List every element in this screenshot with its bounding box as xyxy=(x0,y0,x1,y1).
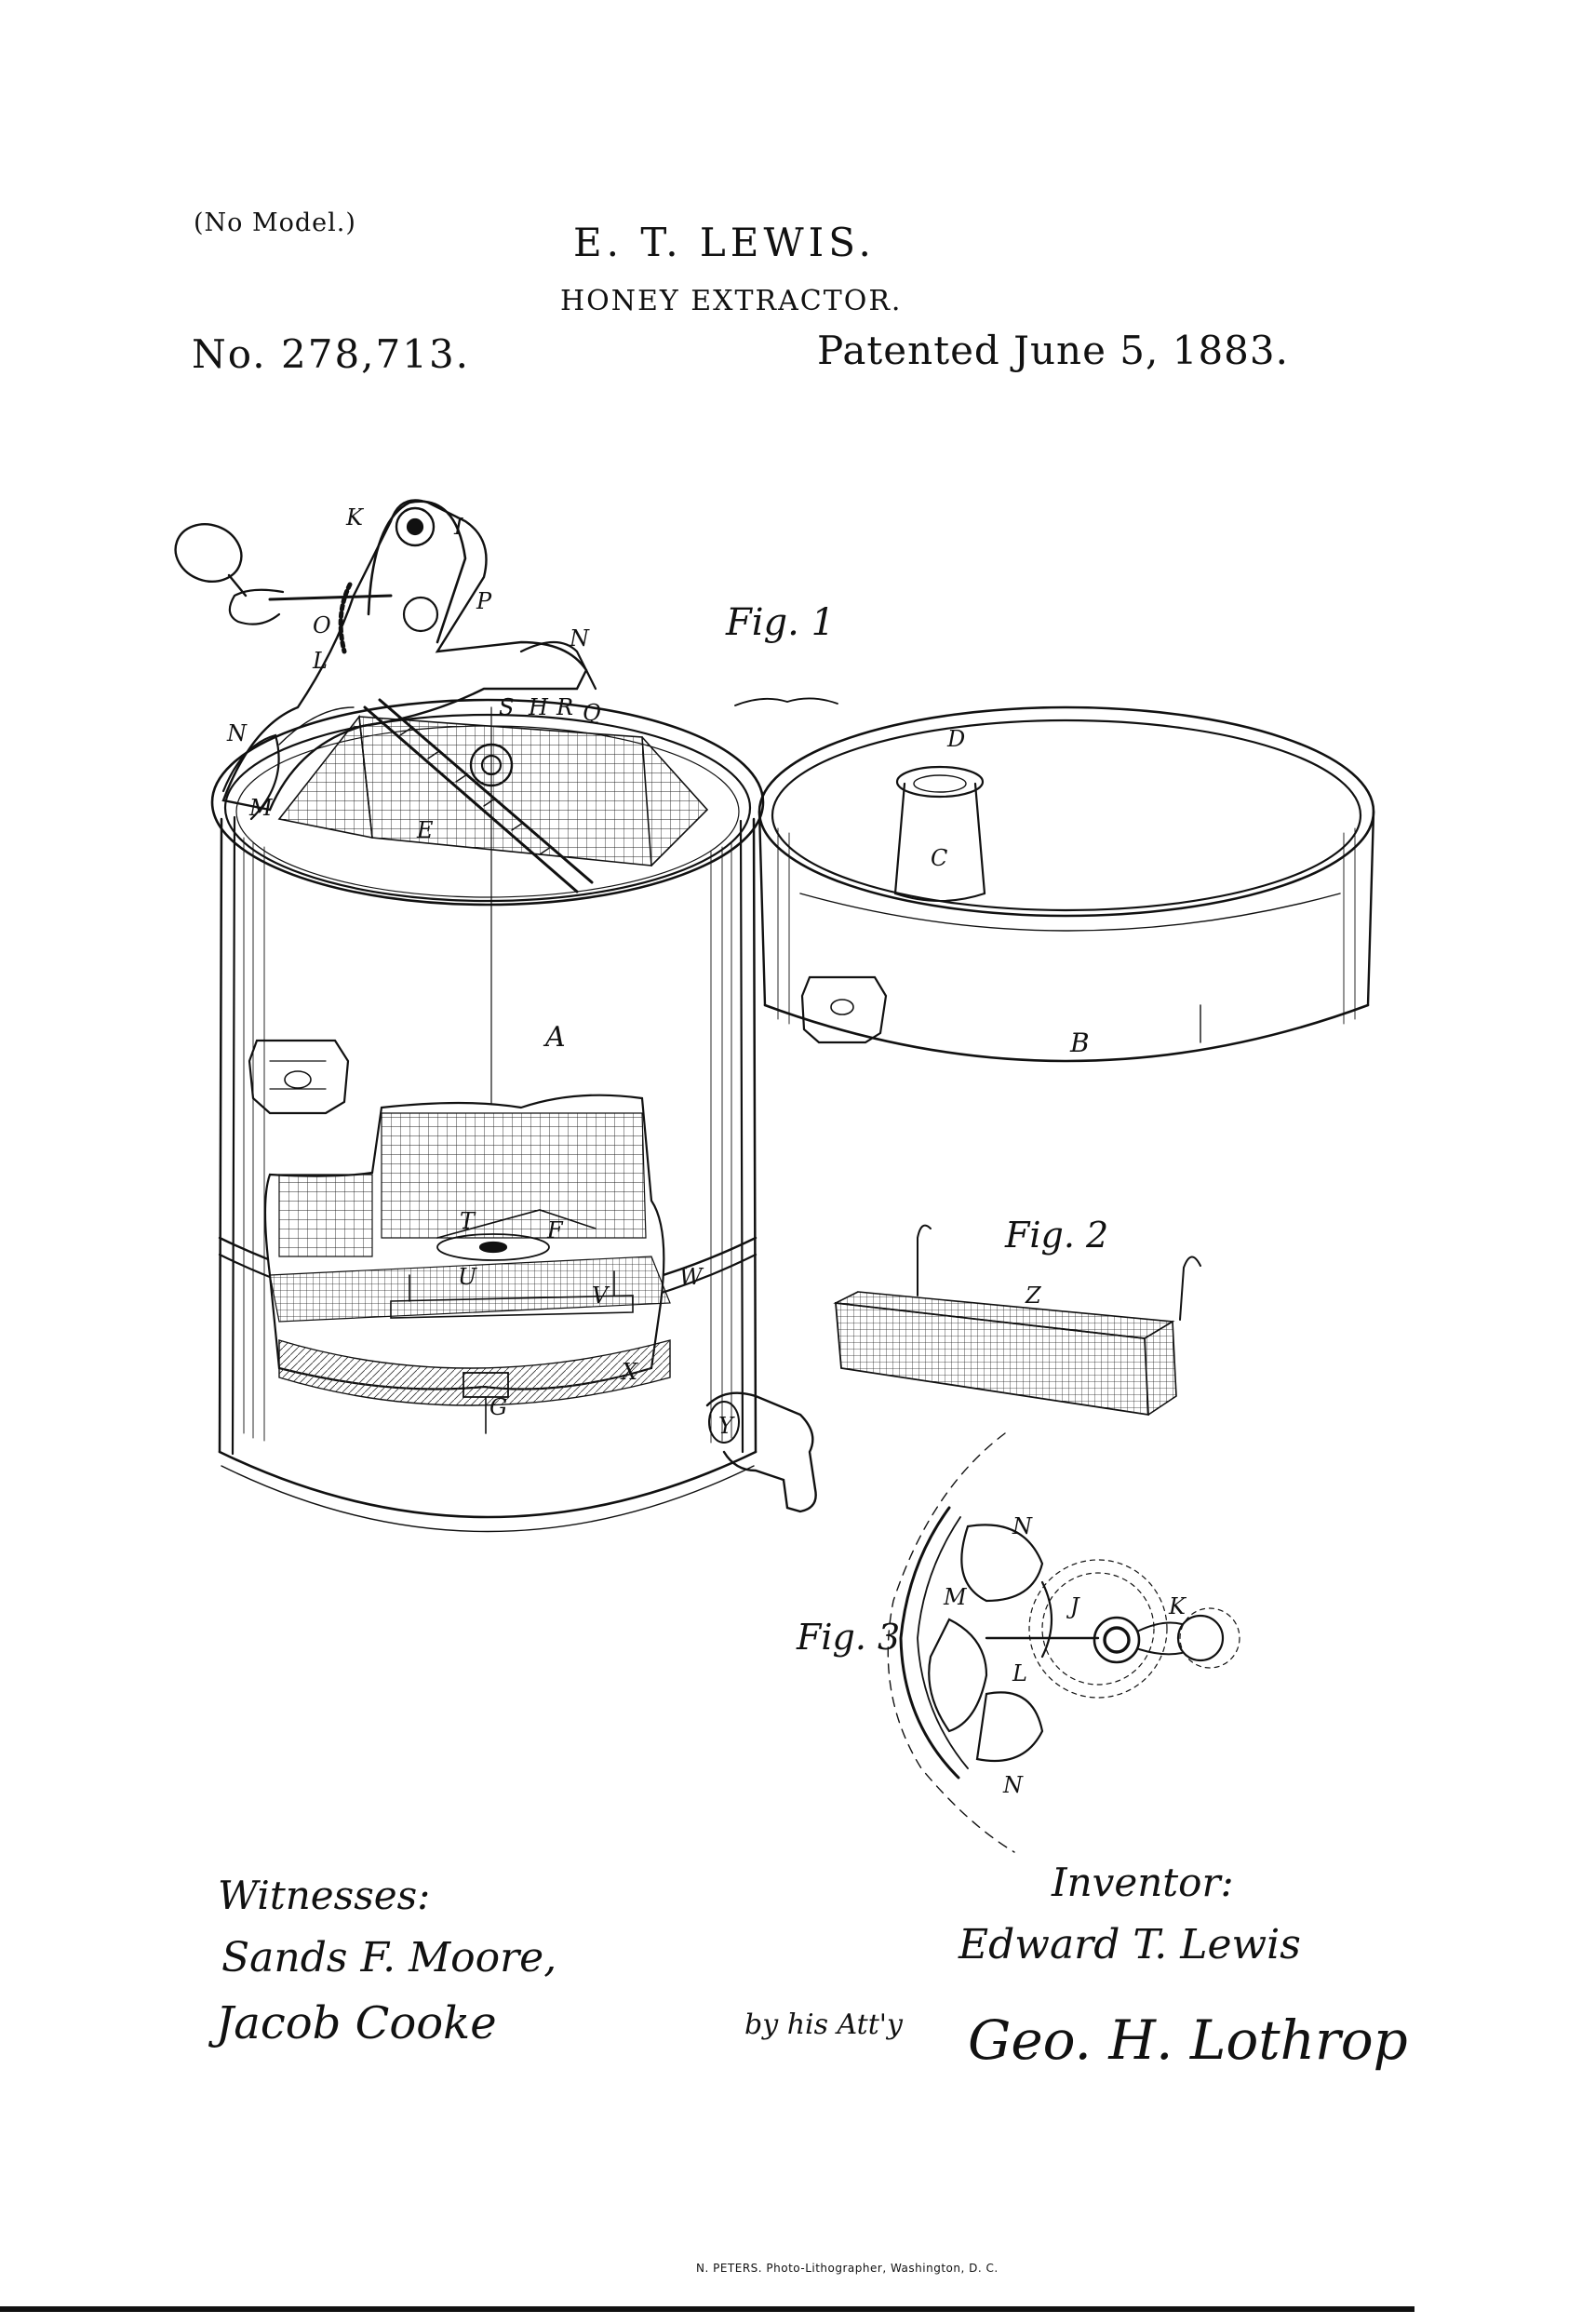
patent-title: HONEY EXTRACTOR. xyxy=(560,285,903,317)
fig1-extractor-can xyxy=(174,499,817,1533)
no-model-note: (No Model.) xyxy=(194,208,356,237)
ref-label: I xyxy=(453,514,463,540)
ref-label: S xyxy=(499,694,514,720)
inventor-name-heading: E. T. LEWIS. xyxy=(573,220,876,265)
ref-label: L xyxy=(1012,1660,1027,1686)
ref-label: J xyxy=(1066,1593,1080,1619)
ref-label: L xyxy=(312,648,328,674)
ref-label: K xyxy=(1168,1593,1187,1619)
ref-label: B xyxy=(1069,1028,1090,1058)
ref-label: H xyxy=(528,694,549,720)
fig1-label: Fig. 1 xyxy=(725,601,835,644)
ref-label: W xyxy=(679,1264,704,1290)
scan-bottom-edge xyxy=(0,2306,1414,2312)
lithographer-credit: N. PETERS. Photo-Lithographer, Washingto… xyxy=(696,2262,999,2275)
ref-label: P xyxy=(476,588,492,614)
ref-label: E xyxy=(416,817,434,843)
ref-label: N xyxy=(1012,1513,1033,1539)
ref-label: Y xyxy=(718,1413,735,1439)
inventor-heading: Inventor: xyxy=(1052,1860,1234,1905)
witness-signature-1: Sands F. Moore, xyxy=(221,1934,557,1981)
ref-label: D xyxy=(946,726,965,752)
ref-label: F xyxy=(546,1217,564,1243)
ref-label: R xyxy=(556,694,573,720)
attorney-signature: Geo. H. Lothrop xyxy=(968,2008,1408,2072)
fig3-label: Fig. 3 xyxy=(796,1617,900,1658)
ref-label: A xyxy=(543,1021,566,1054)
fig3-frame-plan xyxy=(887,1432,1240,1853)
patent-number: No. 278,713. xyxy=(192,331,471,377)
witnesses-heading: Witnesses: xyxy=(218,1873,431,1918)
inventor-signature: Edward T. Lewis xyxy=(959,1921,1301,1968)
ref-label: G xyxy=(489,1394,507,1420)
ref-label: U xyxy=(458,1264,477,1290)
ref-label: T xyxy=(460,1208,476,1234)
ref-label: V xyxy=(592,1283,610,1309)
ref-label: K xyxy=(345,504,365,531)
ref-label: C xyxy=(931,845,947,871)
ref-label: Q xyxy=(583,700,601,726)
fig2-basket xyxy=(833,1224,1201,1417)
ref-label: M xyxy=(248,795,274,821)
ref-label: M xyxy=(943,1584,968,1610)
ref-label: O xyxy=(313,612,331,638)
fig1-cover xyxy=(757,705,1375,1063)
by-attorney-note: by his Att'y xyxy=(744,2008,903,2041)
ref-label: Z xyxy=(1025,1283,1042,1309)
fig2-label: Fig. 2 xyxy=(1004,1215,1108,1256)
ref-label: N xyxy=(226,720,248,746)
patent-date: Patented June 5, 1883. xyxy=(817,328,1289,373)
ref-label: N xyxy=(1002,1772,1024,1798)
ref-label: X xyxy=(620,1359,638,1385)
cover-hanger-mark xyxy=(734,697,838,706)
witness-signature-2: Jacob Cooke xyxy=(216,1997,497,2049)
ref-label: N xyxy=(569,625,590,652)
